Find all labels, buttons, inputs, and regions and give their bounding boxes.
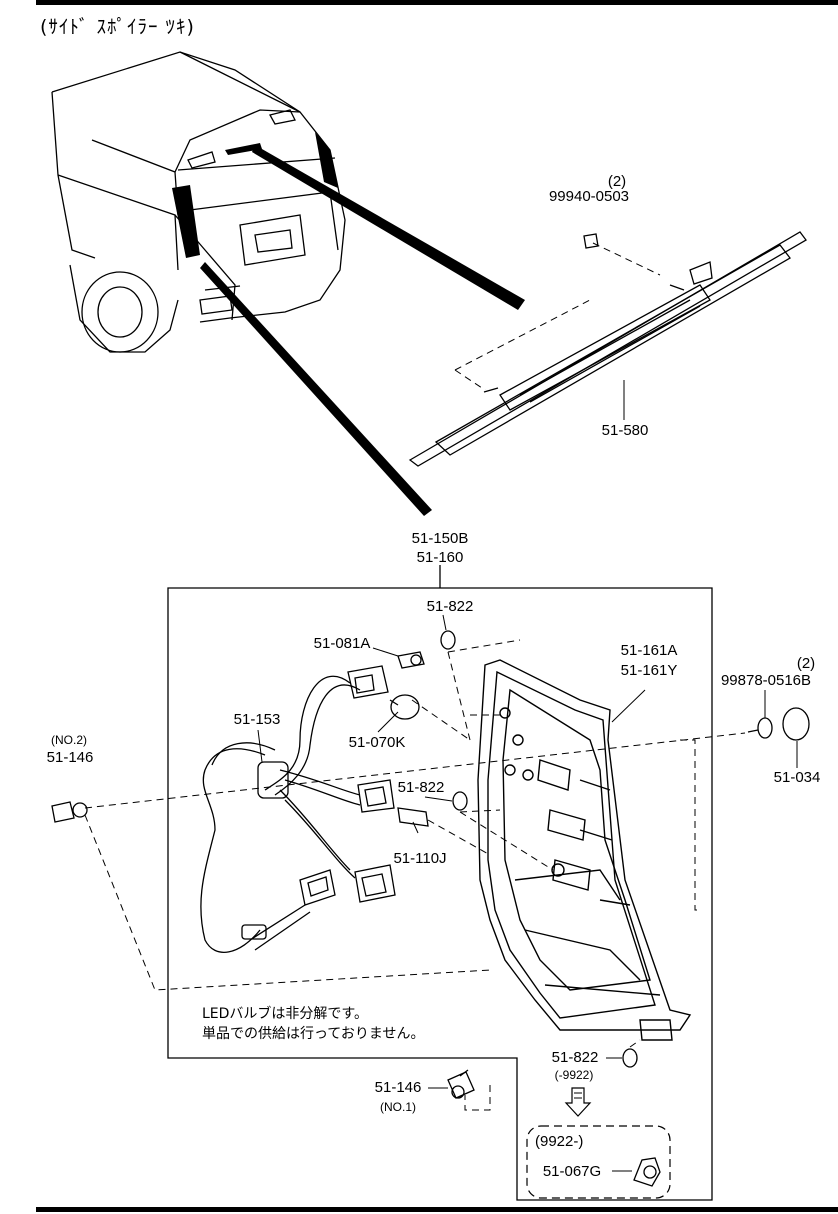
label-cap: 51-034 [774, 769, 821, 786]
label-socket-146-no1: 51-146 [375, 1079, 422, 1096]
label-combo-b: 51-160 [417, 549, 464, 566]
label-bolt-qty: (2) [797, 655, 815, 672]
labels-layer: (2) 99940-0503 51-580 51-150B 51-160 51-… [47, 173, 821, 1180]
spoiler-screw [483, 233, 685, 393]
label-no1-tag: (NO.1) [380, 1100, 416, 1114]
grommets [440, 630, 638, 1068]
diagram-header: (ｻｲﾄﾞ ｽﾎﾟｲﾗｰ ﾂｷ) [40, 16, 195, 38]
tail-lamp-body [477, 659, 692, 1041]
top-rule [36, 0, 838, 5]
vehicle-illustration [51, 51, 346, 353]
label-harness: 51-153 [234, 711, 281, 728]
label-grommet-top: 51-822 [427, 598, 474, 615]
combo-box-outline [167, 565, 713, 1201]
socket-51-081A [347, 651, 425, 720]
label-range-from: (9922-) [535, 1133, 583, 1150]
small-leaders [257, 614, 632, 1172]
spoiler-dash-lines [454, 242, 661, 391]
label-grommet-bot: 51-822 [552, 1049, 599, 1066]
socket-51-146-no1 [447, 1069, 475, 1099]
vehicle-lamp-highlights [172, 132, 338, 258]
leader-wedges [200, 145, 525, 516]
label-clip: 51-067G [543, 1163, 601, 1180]
socket-bulb-51-110J [357, 779, 429, 827]
label-combo-a: 51-150B [412, 530, 469, 547]
bottom-rule [36, 1207, 838, 1212]
clip-51-067G [633, 1157, 661, 1187]
label-lens-a: 51-161A [621, 642, 678, 659]
wiring-harness [200, 675, 361, 953]
socket-51-146-no2 [51, 801, 88, 823]
label-no2-tag: (NO.2) [51, 733, 87, 747]
revision-dashed-box [526, 1125, 671, 1199]
label-bulb-070k: 51-070K [349, 734, 406, 751]
label-screw-pn: 99940-0503 [549, 188, 629, 205]
leader-51-161 [611, 689, 646, 723]
label-grommet-mid: 51-822 [398, 779, 445, 796]
assembly-dash-lines [84, 639, 746, 1111]
label-bolt-pn: 99878-0516B [721, 672, 811, 689]
label-screw-qty: (2) [608, 173, 626, 190]
bolt-and-cap [747, 707, 810, 741]
label-bulb-110j: 51-110J [393, 850, 446, 867]
socket-lower [354, 864, 396, 903]
label-socket-081a: 51-081A [314, 635, 371, 652]
label-note-line1: LEDバルブは非分解です。 [202, 1005, 368, 1022]
range-arrow [564, 1087, 592, 1117]
label-note-line2: 単品での供給は行っておりません。 [202, 1026, 424, 1042]
label-socket-146-no2: 51-146 [47, 749, 94, 766]
label-range-to: (-9922) [555, 1068, 594, 1082]
label-spoiler-lamp: 51-580 [602, 422, 649, 439]
spoiler-lamp-51-580 [408, 231, 807, 467]
label-lens-y: 51-161Y [621, 662, 678, 679]
